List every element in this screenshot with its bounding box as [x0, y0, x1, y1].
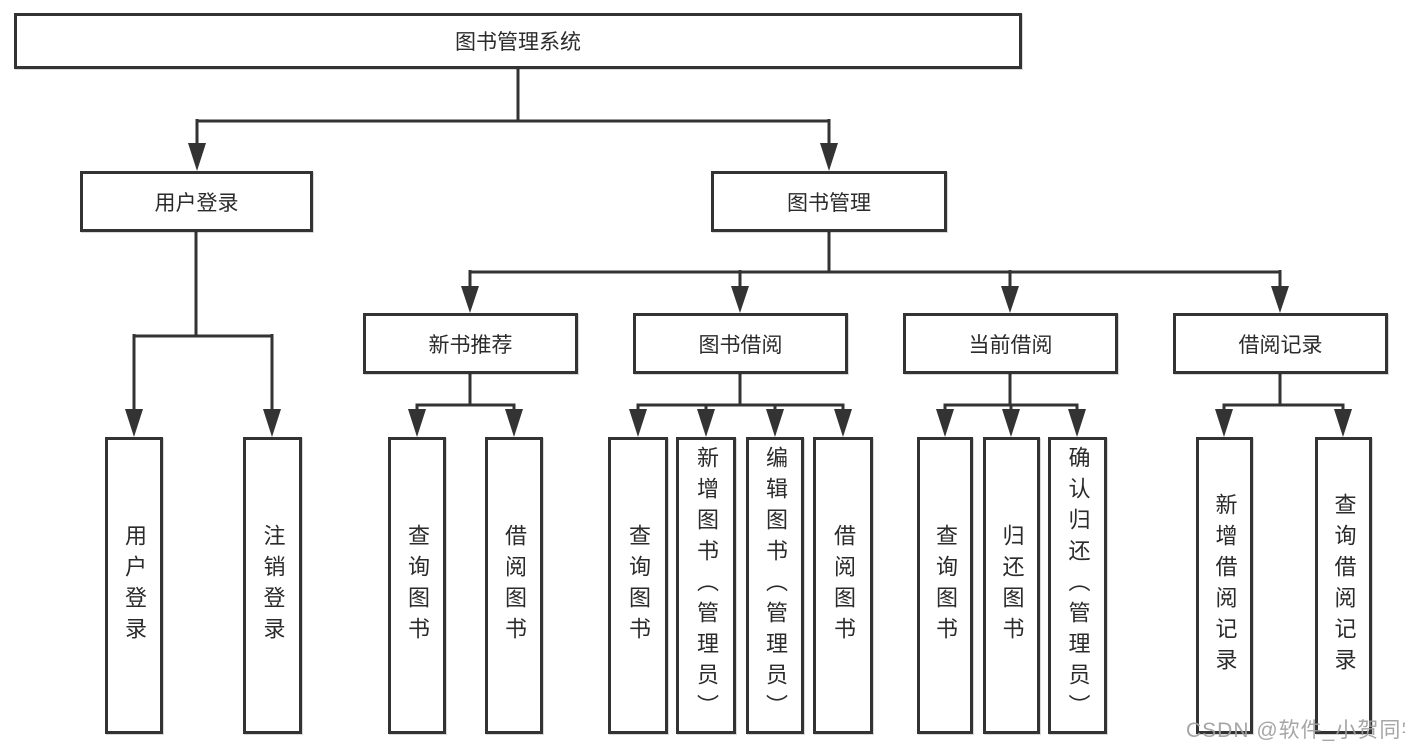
csdn-watermark: CSDN @软件_小贺同学: [1186, 719, 1405, 742]
arrowhead: [461, 286, 479, 313]
arrowhead: [1001, 286, 1019, 313]
arrowhead: [505, 409, 523, 437]
arrowheads: [125, 143, 1352, 437]
leaf-records-query-record: 查询借阅记录: [1315, 437, 1372, 734]
arrowhead: [936, 409, 954, 437]
node-root-library-system: 图书管理系统: [14, 13, 1022, 69]
arrowhead: [408, 409, 426, 437]
arrowhead: [1215, 409, 1233, 437]
node-book-borrowing: 图书借阅: [633, 313, 848, 374]
arrowhead: [766, 409, 784, 437]
leaf-borrowing-add-books-admin: 新增图书（管理员）: [676, 437, 736, 734]
node-user-login-branch: 用户登录: [80, 171, 313, 232]
arrowhead: [263, 409, 281, 437]
arrowhead: [629, 409, 647, 437]
leaf-recommend-query-books: 查询图书: [388, 437, 446, 734]
arrowhead: [1271, 286, 1289, 313]
arrowhead: [731, 286, 749, 313]
arrowhead: [125, 409, 143, 437]
arrowhead: [697, 409, 715, 437]
arrowhead: [188, 143, 206, 171]
arrowhead: [1068, 409, 1086, 437]
leaf-user-login: 用户登录: [105, 437, 163, 734]
leaf-current-confirm-return-admin: 确认归还（管理员）: [1048, 437, 1107, 734]
node-book-management-branch: 图书管理: [711, 171, 947, 232]
node-current-borrowing: 当前借阅: [903, 313, 1118, 374]
leaf-records-add-record: 新增借阅记录: [1196, 437, 1253, 734]
arrowhead: [834, 409, 852, 437]
leaf-recommend-borrow-books: 借阅图书: [485, 437, 543, 734]
arrowhead: [1002, 409, 1020, 437]
arrowhead: [1334, 409, 1352, 437]
arrowhead: [820, 143, 838, 171]
leaf-borrowing-edit-books-admin: 编辑图书（管理员）: [746, 437, 804, 734]
leaf-logout: 注销登录: [243, 437, 302, 734]
node-borrowing-records: 借阅记录: [1173, 313, 1388, 374]
leaf-current-return-books: 归还图书: [983, 437, 1040, 734]
leaf-borrowing-query-books: 查询图书: [608, 437, 668, 734]
leaf-current-query-books: 查询图书: [917, 437, 973, 734]
node-new-book-recommend: 新书推荐: [363, 313, 578, 374]
leaf-borrowing-borrow-books: 借阅图书: [813, 437, 873, 734]
